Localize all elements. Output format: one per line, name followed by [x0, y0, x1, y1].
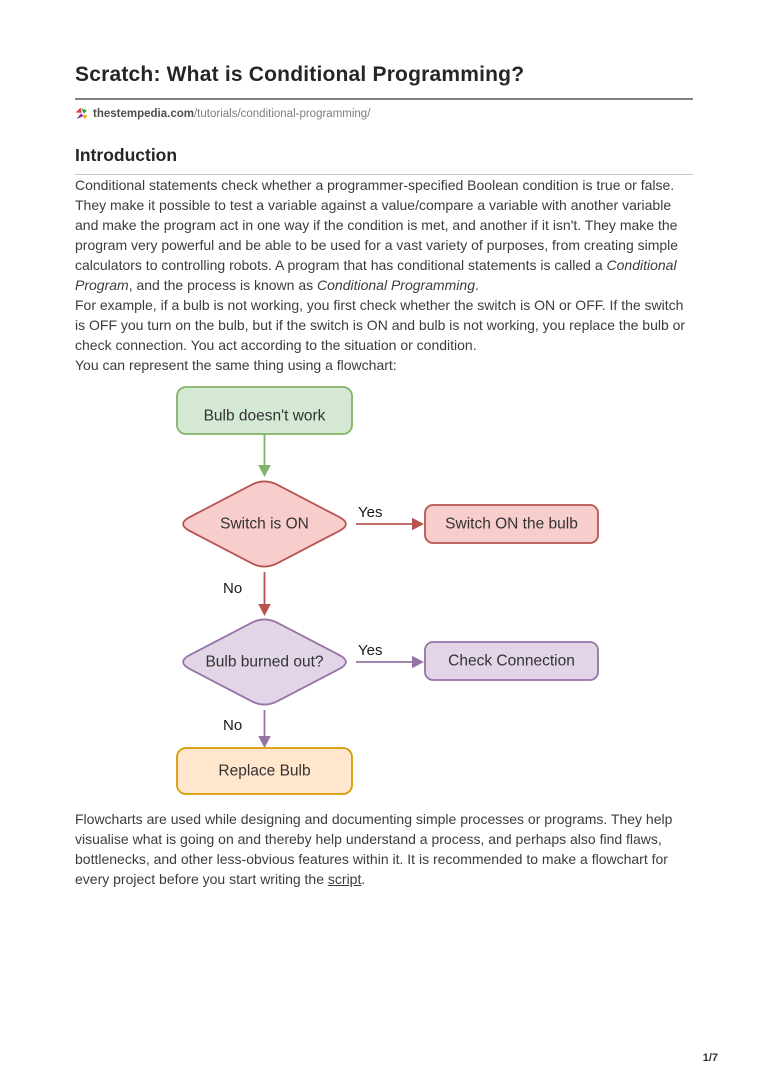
- page-title: Scratch: What is Conditional Programming…: [75, 63, 525, 86]
- example-paragraph: For example, if a bulb is not working, y…: [75, 297, 686, 354]
- document-page: Scratch: What is Conditional Programming…: [0, 62, 768, 889]
- page-number: 1/7: [702, 1052, 718, 1064]
- flowcharts-paragraph: Flowcharts are used while designing and …: [75, 809, 693, 889]
- flowchart-figure: Bulb doesn't work Switch is ON Yes Switc…: [75, 379, 693, 809]
- arrow-decision1-to-action1: [356, 517, 424, 531]
- edge-label-no2: No: [223, 717, 242, 734]
- flow-node-action1-label: Switch ON the bulb: [445, 516, 578, 533]
- flow-node-decision2: [182, 618, 347, 706]
- flowcharts-text: .: [361, 871, 366, 888]
- flow-node-decision2-label: Bulb burned out?: [205, 654, 323, 671]
- arrow-decision1-to-decision2: [258, 572, 271, 617]
- edge-label-no1: No: [223, 580, 242, 597]
- arrow-start-to-decision1: [258, 434, 271, 478]
- flow-node-action2-label: Check Connection: [448, 653, 575, 670]
- intro-paragraph: Conditional statements check whether a p…: [75, 175, 693, 295]
- flow-node-start: [176, 386, 353, 436]
- flow-node-decision1-label: Switch is ON: [220, 516, 309, 533]
- intro-text: .: [474, 277, 479, 294]
- flow-node-end: [176, 747, 353, 796]
- source-path: /tutorials/conditional-programming/: [193, 107, 371, 120]
- intro-text: , and the process is known as: [128, 277, 318, 294]
- script-link[interactable]: script: [327, 871, 362, 888]
- source-domain: thestempedia.com: [93, 107, 194, 120]
- conditional-programming-term: Conditional Programming: [317, 277, 475, 294]
- flowcharts-text: Flowcharts are used while designing and …: [75, 811, 673, 888]
- flowchart-svg: Bulb doesn't work Switch is ON Yes Switc…: [176, 386, 599, 796]
- arrow-decision2-to-end: [258, 710, 271, 749]
- arrow-decision2-to-action2: [356, 655, 424, 669]
- stempedia-favicon-icon: [75, 107, 88, 120]
- section-divider: [75, 174, 693, 176]
- flow-node-start-label: Bulb doesn't work: [204, 408, 326, 425]
- conditional-program-term: Conditional Program: [75, 257, 677, 294]
- flow-node-decision1: [182, 480, 347, 568]
- title-divider: [75, 98, 693, 101]
- intro-text: Conditional statements check whether a p…: [75, 177, 679, 274]
- flow-node-action1: [424, 504, 599, 545]
- flow-node-end-label: Replace Bulb: [218, 763, 310, 780]
- edge-label-yes2: Yes: [358, 642, 382, 659]
- section-heading: Introduction: [75, 145, 178, 166]
- edge-label-yes1: Yes: [358, 504, 382, 521]
- flowchart-intro-line: You can represent the same thing using a…: [75, 357, 397, 374]
- flow-node-action2: [424, 641, 599, 682]
- source-url: thestempedia.com/tutorials/conditional-p…: [75, 107, 693, 120]
